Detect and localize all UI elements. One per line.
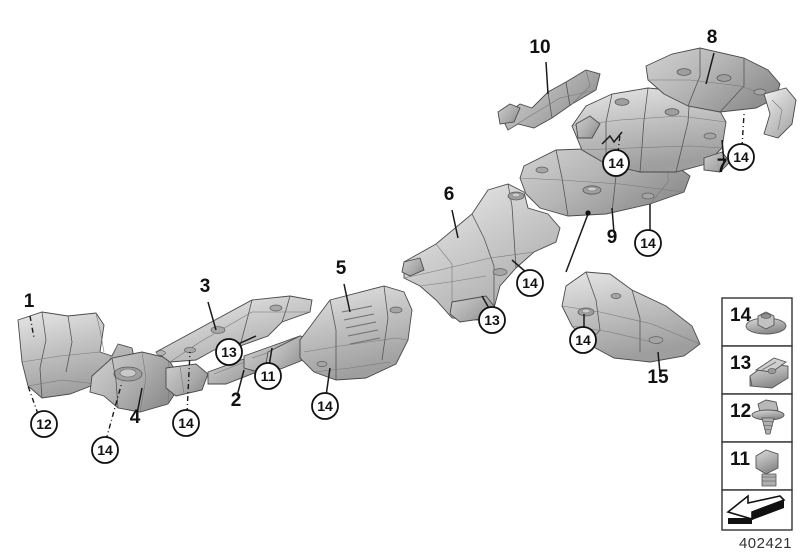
legend-item-14: 14 [721,297,793,347]
part-4-heat-shield [89,351,209,413]
callout-label: 14 [575,332,591,348]
leader-6 [451,209,459,239]
callout-14-e: 14 [569,326,597,354]
callout-14-f: 14 [602,149,630,177]
leader-c12 [27,385,39,415]
callout-label: 14 [640,235,656,251]
part-label-15: 15 [647,367,669,388]
callout-11-a: 11 [254,362,282,390]
legend-item-13: 13 [721,345,793,395]
leader-2 [236,369,245,397]
callout-13-a: 13 [215,338,243,366]
part-3-heat-shield [155,295,313,363]
callout-label: 14 [178,415,194,431]
legend-item-12: 12 [721,393,793,443]
leader-9-diagonal [565,213,589,273]
leader-mark-near-7 [601,131,623,145]
legend-number-13: 13 [730,353,751,374]
leader-9-dot [585,210,591,216]
part-10-bracket [497,69,601,131]
part-label-1: 1 [24,291,35,312]
direction-marker-box [721,489,793,531]
leader-15 [657,351,661,374]
leader-10 [545,61,549,95]
spring-clip-nut-icon [749,357,789,389]
callout-12-left: 12 [30,410,58,438]
legend-number-12: 12 [730,401,751,422]
leader-c14c [325,367,331,397]
callout-label: 14 [317,398,333,414]
callout-label: 13 [484,312,500,328]
leader-8 [705,52,715,85]
callout-14-a: 14 [91,436,119,464]
part-label-8: 8 [707,27,718,48]
callout-13-b: 13 [478,306,506,334]
part-label-2: 2 [231,390,242,411]
callout-14-d: 14 [516,269,544,297]
hex-bolt-icon [755,449,779,487]
legend-number-11: 11 [730,449,751,470]
part-5-heat-shield [299,285,413,381]
part-8-bracket [645,47,797,139]
part-label-5: 5 [336,258,347,279]
self-tapping-screw-icon [751,399,785,435]
diagram-id-label: 402421 [739,535,792,552]
legend-item-11: 11 [721,441,793,491]
callout-14-g: 14 [634,229,662,257]
flange-nut-washer-icon [745,311,787,335]
leader-1 [29,315,35,339]
leader-7 [721,139,725,163]
legend-panel: 14 13 [721,297,793,531]
callout-label: 14 [733,149,749,165]
part-label-9: 9 [607,227,618,248]
part-label-4: 4 [130,407,141,428]
leader-3 [207,301,217,331]
callout-label: 14 [608,155,624,171]
legend-number-14: 14 [730,305,752,326]
part-label-7: 7 [717,156,728,177]
leader-lines [27,52,745,441]
part-label-10: 10 [529,37,550,58]
leader-c14h [741,113,745,148]
callout-label: 12 [36,416,52,432]
callout-markers: 12 14 14 13 11 14 [30,143,755,464]
leader-5 [343,283,351,313]
callout-14-c: 14 [311,392,339,420]
leader-9 [611,207,615,234]
leader-c14a [105,381,123,441]
arrow-shadow [752,500,784,520]
part-6-heat-shield [401,183,561,323]
leader-c14b [186,351,191,414]
callout-label: 11 [261,368,276,384]
leader-4 [136,387,143,415]
part-label-3: 3 [200,276,211,297]
part-label-6: 6 [444,184,455,205]
callout-14-h: 14 [727,143,755,171]
callout-label: 13 [221,344,237,360]
part-number-labels: 1 2 3 4 5 6 7 8 9 10 15 [24,27,728,428]
callout-label: 14 [97,442,113,458]
callout-14-b: 14 [172,409,200,437]
arrow-base [728,518,752,524]
callout-label: 14 [522,275,538,291]
part-1-heat-shield [17,311,137,399]
